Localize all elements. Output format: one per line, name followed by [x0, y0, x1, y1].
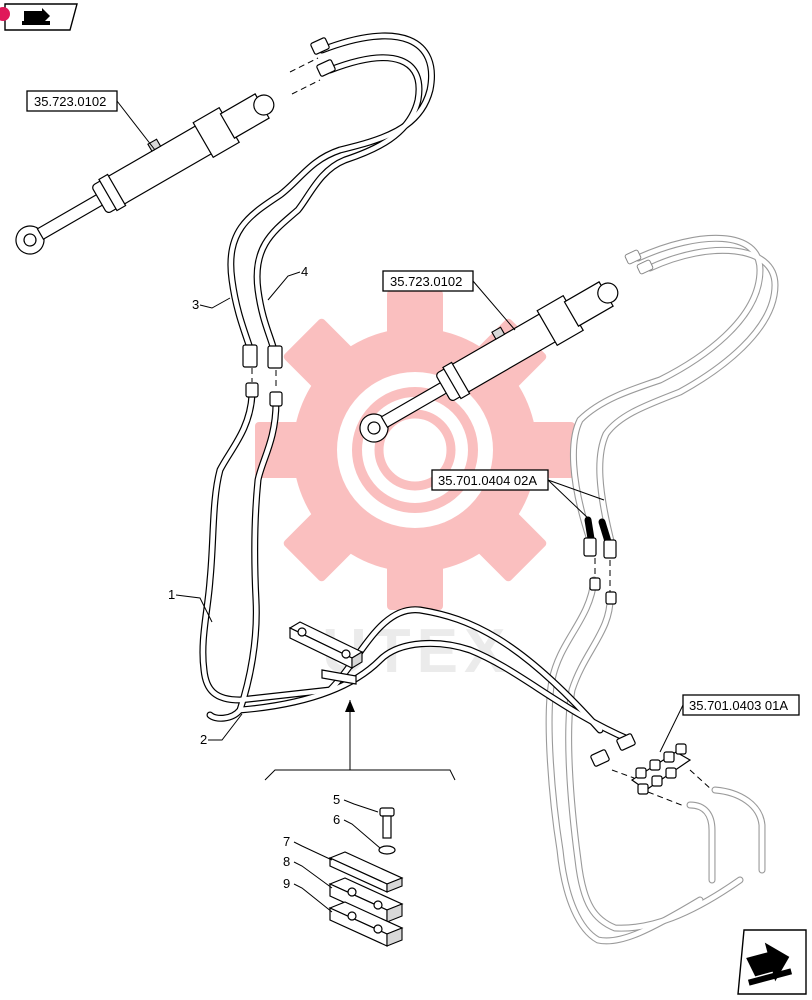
svg-text:1: 1 — [168, 587, 175, 602]
svg-text:7: 7 — [283, 834, 290, 849]
ghost-pipe-set-right — [545, 234, 779, 945]
reference-box-hoses[interactable]: 35.701.0404 02A — [431, 469, 605, 521]
svg-text:35.723.0102: 35.723.0102 — [390, 274, 462, 289]
clamp-half-lower — [328, 901, 404, 947]
next-page-button[interactable] — [737, 929, 807, 995]
svg-text:9: 9 — [283, 876, 290, 891]
next-page-arrow-icon — [746, 942, 793, 986]
hydraulic-cylinder-right — [359, 281, 619, 443]
svg-text:3: 3 — [192, 297, 199, 312]
reference-box-valve[interactable]: 35.701.0403 01A — [659, 694, 800, 753]
callout-2: 2 — [200, 713, 243, 747]
status-dot — [0, 7, 10, 21]
callout-7: 7 — [283, 834, 333, 861]
clamp-half-upper — [328, 877, 404, 923]
svg-text:35.701.0403 01A: 35.701.0403 01A — [689, 698, 788, 713]
pipe-clamp-assembly — [288, 621, 364, 685]
hose-fittings — [242, 37, 636, 767]
svg-text:6: 6 — [333, 812, 340, 827]
hydraulic-cylinder-left — [15, 93, 275, 255]
hose-fittings-right — [583, 516, 617, 605]
clamp-plate-top — [328, 851, 404, 893]
callout-9: 9 — [283, 876, 333, 913]
bolt — [379, 807, 395, 839]
clamp-exploded-view — [264, 700, 456, 947]
callout-4: 4 — [267, 264, 308, 301]
svg-text:35.723.0102: 35.723.0102 — [34, 94, 106, 109]
svg-text:4: 4 — [301, 264, 308, 279]
reference-box-cylinder-left[interactable]: 35.723.0102 — [26, 90, 156, 151]
callout-8: 8 — [283, 854, 333, 889]
svg-text:5: 5 — [333, 792, 340, 807]
svg-text:8: 8 — [283, 854, 290, 869]
valve-block — [611, 743, 713, 807]
callout-6: 6 — [333, 812, 381, 849]
bookmark-tab[interactable] — [0, 3, 78, 31]
svg-text:35.701.0404 02A: 35.701.0404 02A — [438, 473, 537, 488]
callout-1: 1 — [168, 587, 213, 623]
callout-3: 3 — [192, 297, 231, 312]
reference-box-cylinder-right[interactable]: 35.723.0102 — [382, 270, 516, 331]
bookmark-tab-icon — [22, 8, 50, 25]
svg-text:2: 2 — [200, 732, 207, 747]
washer — [378, 845, 396, 855]
callout-5: 5 — [333, 792, 379, 813]
